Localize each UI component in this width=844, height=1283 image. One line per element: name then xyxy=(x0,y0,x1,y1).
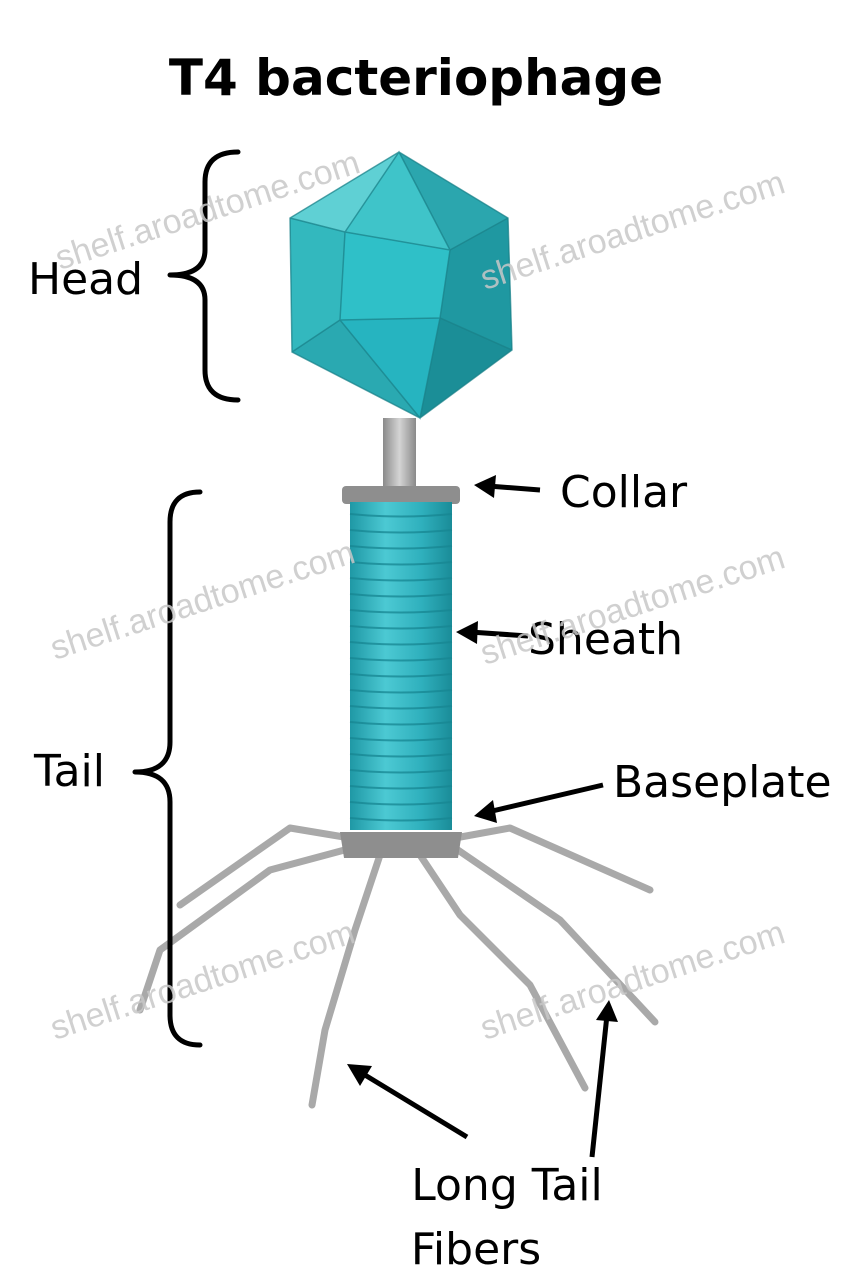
phage-collar xyxy=(342,486,460,504)
phage-baseplate xyxy=(340,832,462,858)
label-fibers-line2: Fibers xyxy=(411,1224,541,1275)
watermark: shelf.aroadtome.com xyxy=(46,913,360,1047)
baseplate-arrow xyxy=(474,785,603,823)
phage-neck xyxy=(383,418,416,490)
fibers-arrow-right xyxy=(592,1000,618,1157)
watermark: shelf.aroadtome.com xyxy=(46,533,360,667)
label-tail: Tail xyxy=(33,746,105,797)
label-collar: Collar xyxy=(560,467,688,518)
diagram-title: T4 bacteriophage xyxy=(169,49,663,107)
label-fibers-line1: Long Tail xyxy=(411,1160,602,1211)
collar-arrow xyxy=(474,475,540,498)
tail-bracket xyxy=(135,492,200,1045)
label-baseplate: Baseplate xyxy=(613,757,832,808)
fibers-arrow-left xyxy=(347,1064,467,1137)
phage-sheath xyxy=(350,502,452,830)
watermark: shelf.aroadtome.com xyxy=(476,163,790,297)
